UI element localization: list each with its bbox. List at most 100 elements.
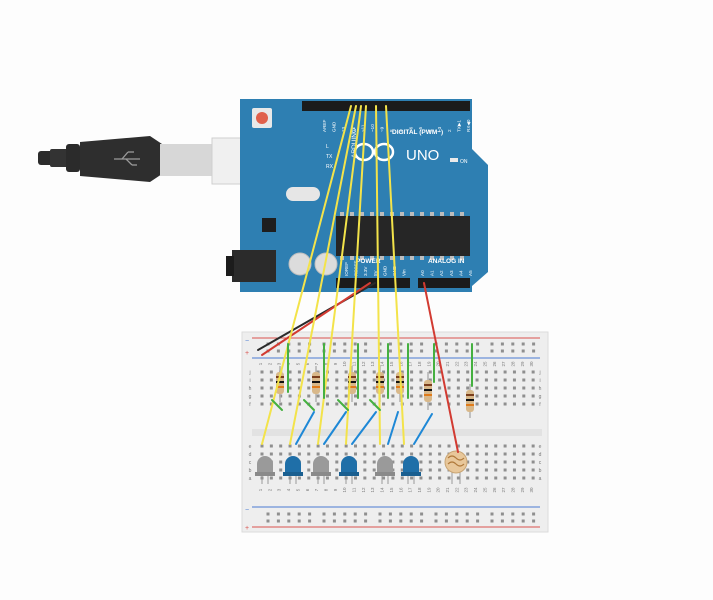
row-letter-e-left: e	[249, 444, 252, 450]
analog-header	[418, 278, 470, 288]
digital-pin-label-12: ~3	[437, 126, 442, 132]
on-led-label: ON	[460, 159, 468, 165]
column-number-top-3: 3	[277, 362, 282, 365]
wire-yellow-2[interactable]	[289, 105, 357, 445]
column-number-top-14: 14	[380, 361, 385, 367]
wire-green-diag-3[interactable]	[337, 399, 349, 411]
wire-yellow-6[interactable]	[385, 105, 405, 445]
column-number-bottom-24: 24	[473, 487, 478, 493]
row-letter-e-right: e	[539, 444, 542, 450]
power-pin-label-4: GND	[382, 265, 387, 276]
column-number-top-17: 17	[408, 361, 413, 367]
wire-green-diag-1[interactable]	[271, 399, 283, 411]
row-letter-g-left: g	[249, 394, 252, 400]
row-letter-b-left: b	[249, 468, 252, 474]
row-letter-i-right: i	[539, 378, 540, 384]
row-letter-d-right: d	[539, 452, 542, 458]
column-number-top-21: 21	[445, 361, 450, 367]
wire-yellow-3[interactable]	[317, 105, 362, 445]
led-6-blue[interactable]	[401, 456, 421, 484]
row-letter-c-left: c	[249, 460, 252, 466]
column-number-top-8: 8	[323, 362, 328, 365]
arduino-brand-text: ARDUINO	[351, 128, 358, 158]
digital-pin-label-2: 13	[341, 126, 346, 132]
column-number-top-24: 24	[473, 361, 478, 367]
wire-yellow-4[interactable]	[345, 105, 367, 445]
breadboard-column-numbers: 1122334455667788991010111112121313141415…	[258, 361, 534, 493]
column-number-bottom-13: 13	[370, 487, 375, 493]
usb-icon	[114, 151, 140, 166]
resistor-6[interactable]	[424, 372, 432, 410]
column-number-bottom-28: 28	[510, 487, 515, 493]
column-number-bottom-23: 23	[464, 487, 469, 493]
column-number-bottom-6: 6	[305, 488, 310, 491]
analog-pin-label-1: A1	[430, 270, 435, 276]
column-number-top-27: 27	[501, 361, 506, 367]
wire-blue-4[interactable]	[387, 411, 399, 445]
column-number-bottom-29: 29	[520, 487, 525, 493]
resistor-2[interactable]	[312, 366, 320, 402]
analog-pin-label-3: A3	[449, 270, 454, 276]
column-number-bottom-22: 22	[454, 487, 459, 493]
wire-yellow-1[interactable]	[261, 105, 352, 445]
column-number-bottom-30: 30	[529, 487, 534, 493]
column-number-top-10: 10	[342, 361, 347, 367]
wire-blue-2[interactable]	[351, 411, 377, 445]
photoresistor[interactable]	[444, 450, 468, 484]
column-number-top-1: 1	[258, 362, 263, 365]
led-4-blue[interactable]	[339, 456, 359, 484]
digital-pin-label-13: 2	[447, 129, 452, 132]
led-3-white[interactable]	[311, 456, 331, 484]
resistor-7[interactable]	[466, 384, 474, 418]
wire-green-diag-2[interactable]	[303, 399, 315, 411]
column-number-bottom-10: 10	[342, 487, 347, 493]
led-1-white[interactable]	[255, 456, 275, 484]
column-number-bottom-4: 4	[286, 488, 291, 491]
digital-pin-label-7: 8	[389, 129, 394, 132]
column-number-bottom-17: 17	[408, 487, 413, 493]
board-model-label: UNO	[406, 147, 439, 164]
rail-minus-bottom: −	[245, 507, 249, 514]
column-number-top-13: 13	[370, 361, 375, 367]
led-5-white[interactable]	[375, 456, 395, 484]
power-pin-label-6: Vin	[402, 269, 407, 276]
rx-led-label: RX	[326, 164, 334, 170]
digital-pin-label-5: ~10	[370, 124, 375, 132]
column-number-top-25: 25	[482, 361, 487, 367]
column-number-top-18: 18	[417, 361, 422, 367]
wire-blue-3[interactable]	[323, 411, 347, 445]
center-channel	[252, 429, 542, 436]
on-led	[450, 158, 458, 162]
wire-green-diag-4[interactable]	[369, 399, 381, 411]
column-number-bottom-18: 18	[417, 487, 422, 493]
digital-pin-label-3: 12	[351, 126, 356, 132]
column-number-top-22: 22	[454, 361, 459, 367]
analog-pin-label-4: A4	[458, 270, 463, 276]
wire-a0-red[interactable]	[423, 282, 459, 453]
column-number-top-23: 23	[464, 361, 469, 367]
column-number-top-30: 30	[529, 361, 534, 367]
column-number-bottom-20: 20	[436, 487, 441, 493]
column-number-bottom-21: 21	[445, 487, 450, 493]
column-number-top-9: 9	[333, 362, 338, 365]
digital-pin-label-9: ~6	[408, 126, 413, 132]
digital-header-label: DIGITAL (PWM~)	[392, 129, 443, 136]
wire-blue-1[interactable]	[295, 411, 315, 445]
wire-blue-5[interactable]	[413, 413, 433, 445]
row-letter-i-left: i	[249, 378, 250, 384]
digital-pin-label-1: GND	[332, 121, 337, 132]
led-2-blue[interactable]	[283, 456, 303, 484]
atmega-chip	[336, 216, 470, 256]
power-pin-label-0: IOREF	[344, 262, 349, 276]
column-number-top-16: 16	[398, 361, 403, 367]
digital-pin-label-8: 7	[399, 129, 404, 132]
wire-5v-red[interactable]	[261, 282, 371, 356]
row-letter-g-right: g	[539, 394, 542, 400]
row-letter-a-right: a	[539, 476, 542, 482]
row-letter-a-left: a	[249, 476, 252, 482]
row-letter-j-right: j	[538, 370, 540, 376]
wire-yellow-5[interactable]	[375, 105, 381, 445]
column-number-bottom-3: 3	[277, 488, 282, 491]
column-number-top-12: 12	[361, 361, 366, 367]
